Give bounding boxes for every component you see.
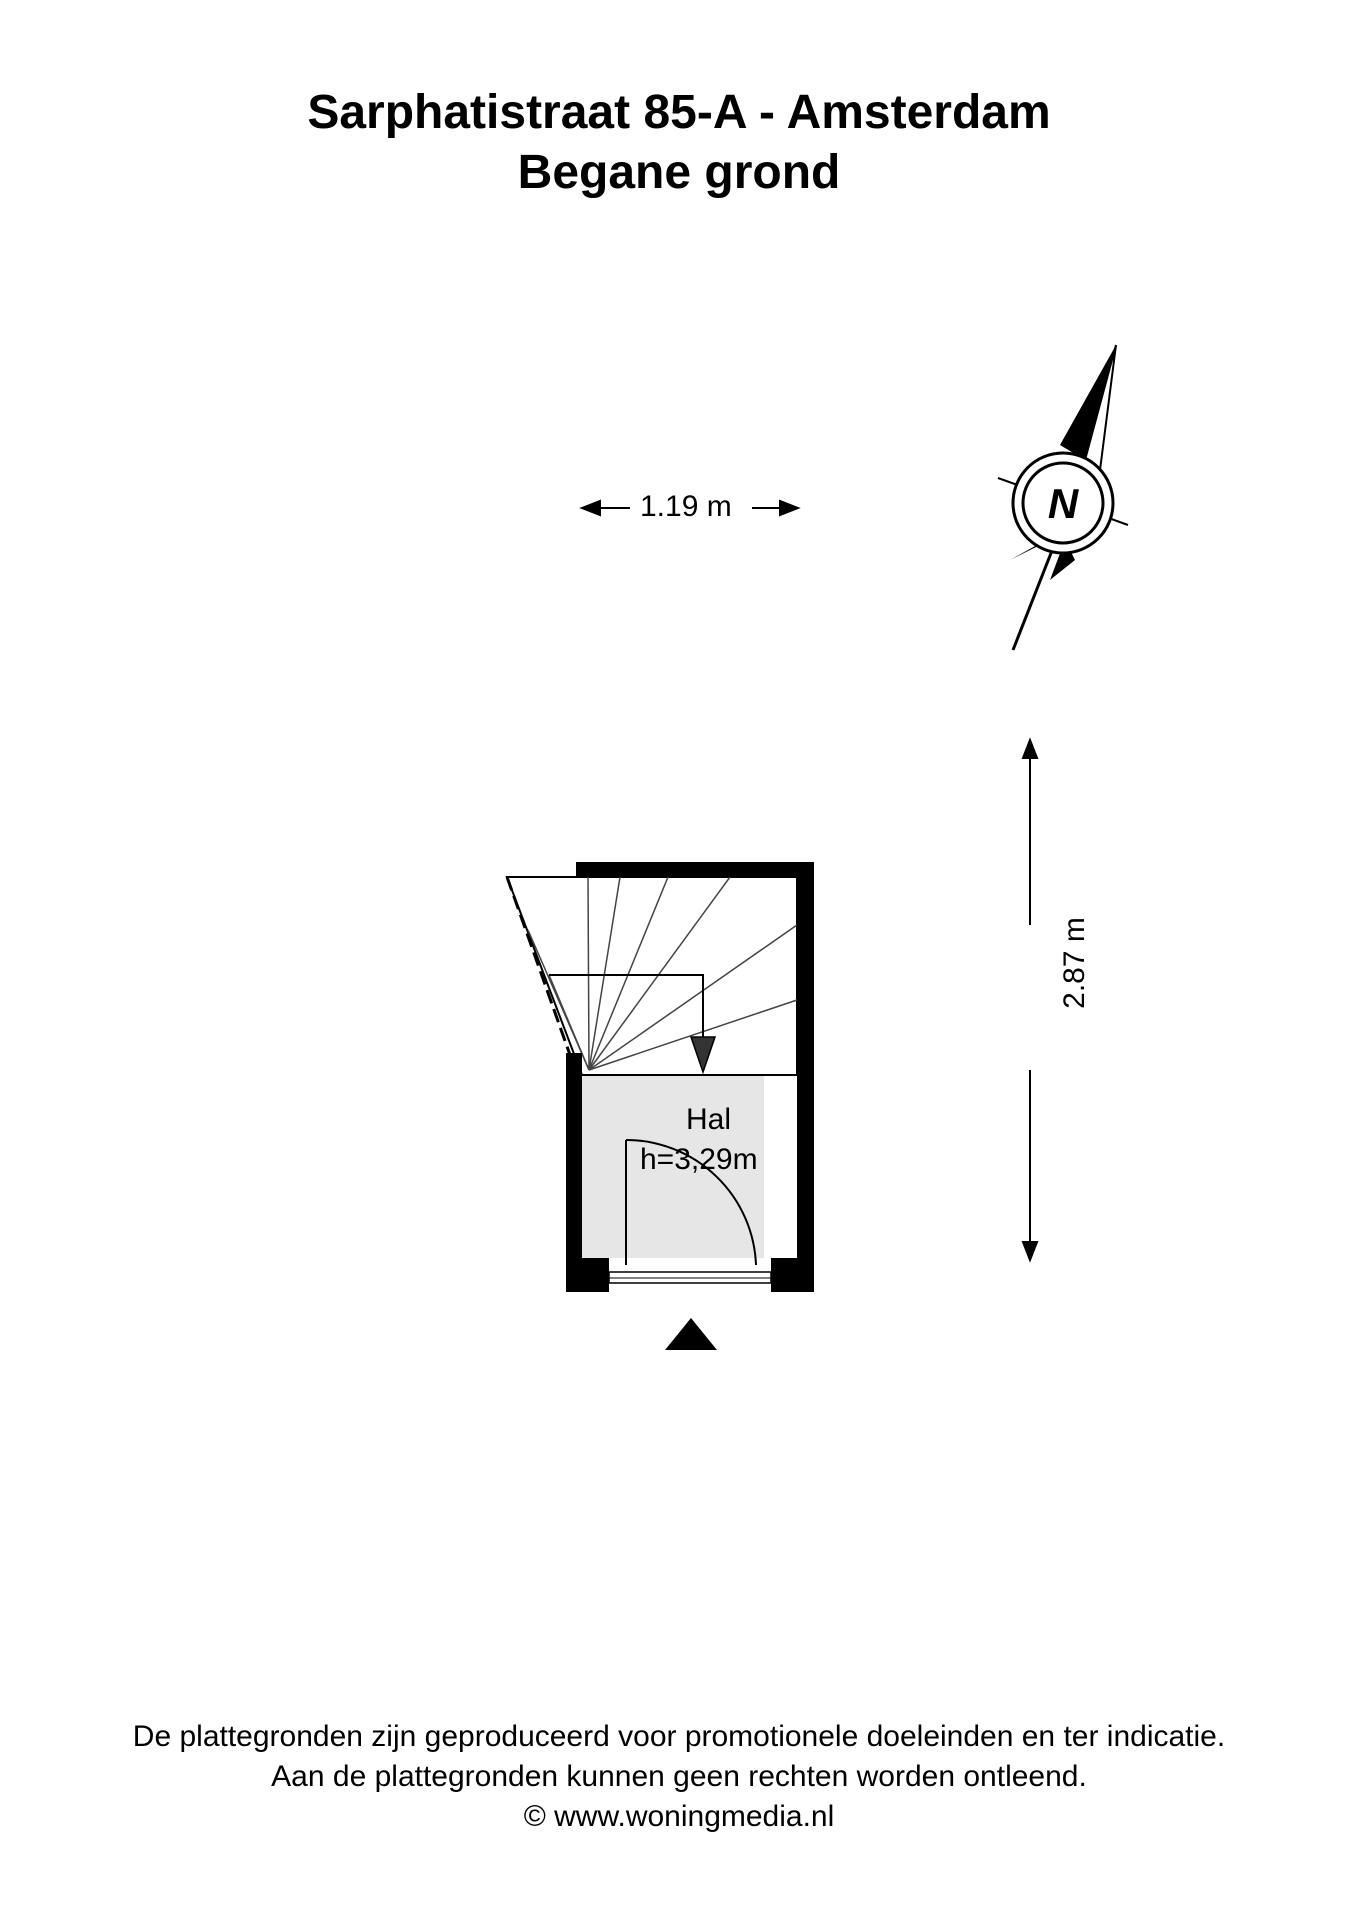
width-dimension-label: 1.19 m	[640, 490, 732, 523]
compass-letter: N	[1048, 480, 1080, 527]
front-door	[608, 1139, 772, 1284]
length-dimension-arrows	[1021, 737, 1039, 1263]
width-dimension-arrows	[579, 499, 801, 517]
room-height: h=3,29m	[640, 1143, 758, 1176]
copyright-line: © www.woningmedia.nl	[523, 1800, 835, 1833]
disclaimer-line-2: Aan de plattegronden kunnen geen rechten…	[271, 1760, 1087, 1793]
walls	[566, 862, 814, 1292]
north-arrow-icon: N	[997, 344, 1129, 651]
plan-title: Sarphatistraat 85-A - Amsterdam	[307, 86, 1051, 139]
hall-floor	[582, 1075, 764, 1258]
room-name: Hal	[686, 1103, 732, 1136]
disclaimer-line-1: De plattegronden zijn geproduceerd voor …	[132, 1720, 1226, 1753]
staircase	[505, 876, 798, 1076]
floor-name: Begane grond	[517, 146, 841, 199]
length-dimension-label: 2.87 m	[1058, 917, 1091, 1009]
entrance-marker-icon	[665, 1318, 717, 1350]
